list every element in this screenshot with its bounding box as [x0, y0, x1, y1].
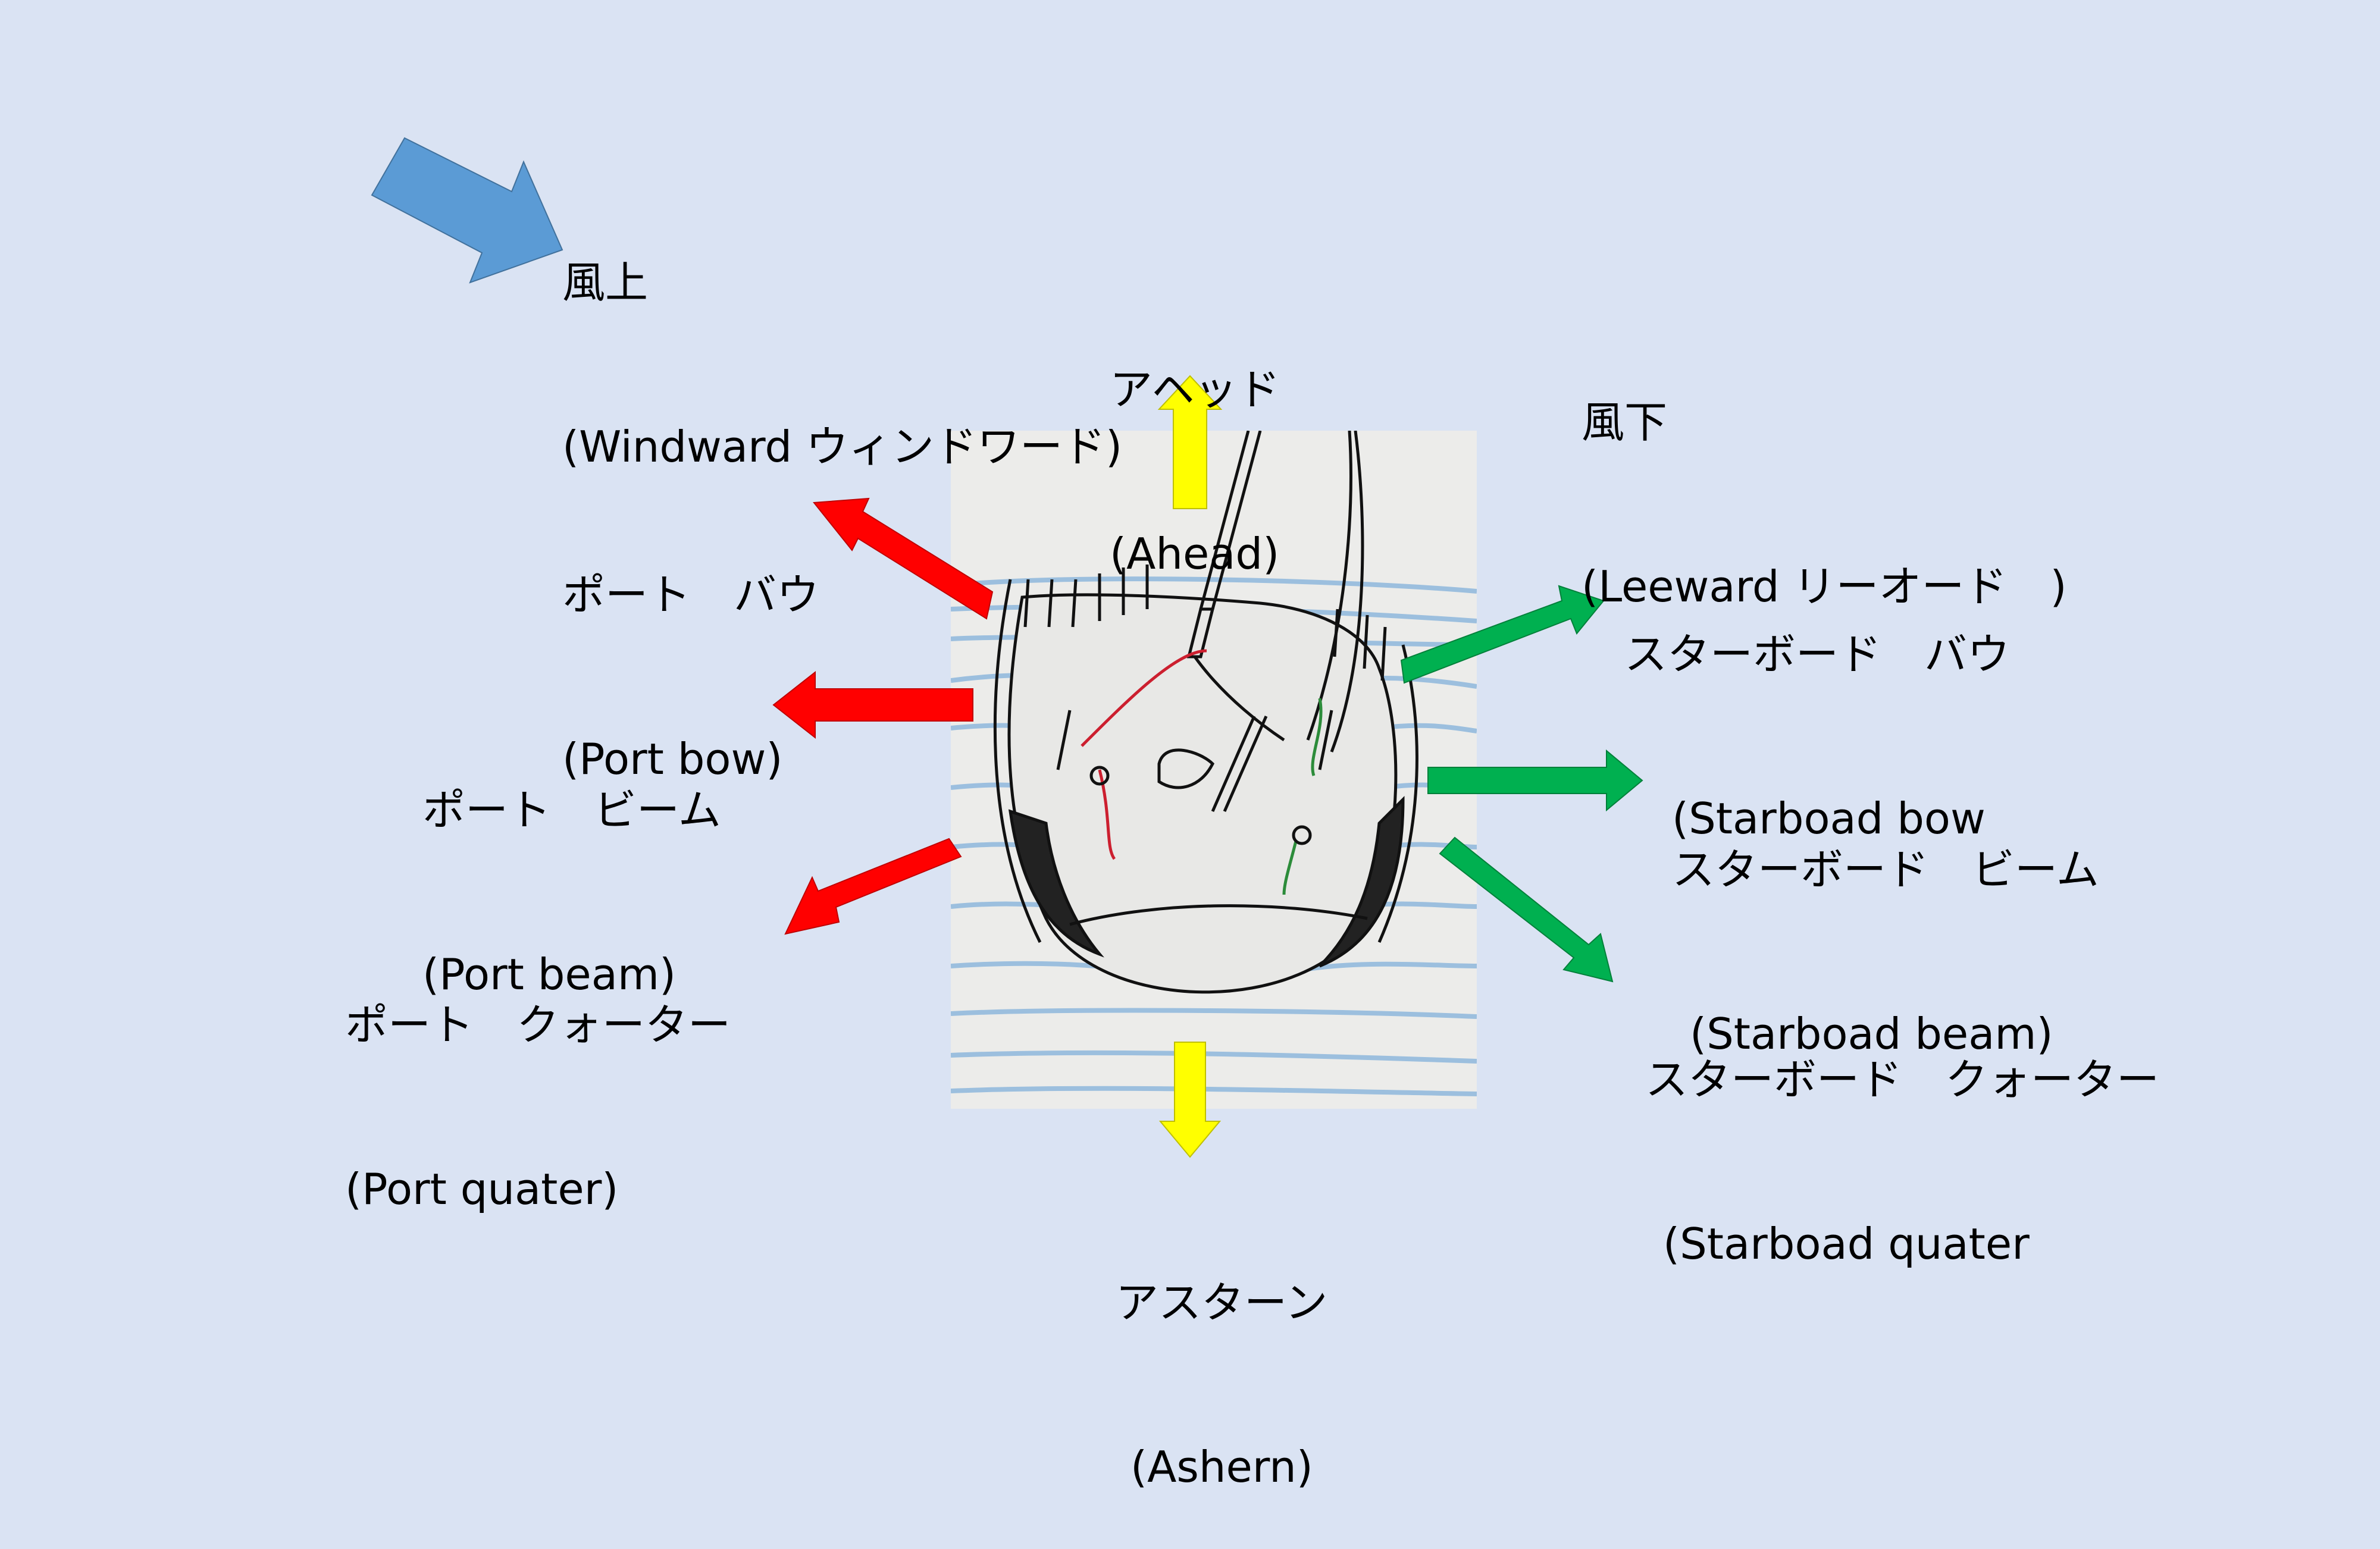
leeward-label-ja: 風下: [1582, 397, 1668, 447]
starboard-bow-label: スターボード バウ (Starboad bow: [1624, 518, 2010, 901]
starboard-bow-label-en: (Starboad bow: [1672, 794, 1986, 844]
astern-label: アスターン (Ashern): [1116, 1166, 1327, 1549]
astern-arrow: [1158, 1042, 1222, 1158]
port-beam-label: ポート ビーム (Port beam): [422, 673, 721, 1056]
starboard-beam-label: スターボード ビーム (Starboad beam): [1672, 733, 2099, 1116]
hull: [993, 565, 1418, 994]
port-bow-label-en: (Port bow): [562, 734, 783, 784]
port-beam-arrow: [772, 670, 973, 739]
starboard-bow-arrow: [1400, 585, 1605, 684]
ahead-label-en: (Ahead): [1110, 529, 1280, 579]
port-beam-label-ja: ポート ビーム: [422, 785, 721, 835]
port-quarter-label-ja: ポート クォーター: [345, 1000, 731, 1050]
starboard-beam-label-en: (Starboad beam): [1690, 1009, 2053, 1059]
windward-label-ja: 風上: [562, 258, 649, 308]
starboard-beam-arrow: [1427, 749, 1643, 812]
direction-arrows: [371, 137, 1643, 1158]
port-bow-label-ja: ポート バウ: [562, 570, 820, 620]
starboard-sheet: [1311, 698, 1323, 776]
leeward-label-en: (Leeward リーオード ): [1582, 562, 2067, 612]
starboard-quarter-arrow: [1439, 836, 1614, 983]
boat-sketch: [950, 430, 1477, 1096]
port-sheet: [1081, 649, 1207, 747]
windward-label: 風上 (Windward ウィンドワード): [562, 146, 1122, 529]
port-beam-label-en: (Port beam): [422, 949, 677, 999]
sails: [1157, 430, 1364, 813]
starboard-quarter-label-ja: スターボード クォーター: [1645, 1055, 2160, 1105]
boat-sketch-photo: [950, 430, 1477, 1109]
ahead-arrow: [1157, 375, 1223, 509]
port-bow-arrow: [813, 497, 994, 620]
starboard-winch: [1292, 825, 1312, 845]
port-quarter-label-en: (Port quater): [345, 1164, 619, 1214]
ahead-label: アヘッド (Ahead): [1110, 253, 1280, 636]
windward-label-en: (Windward ウィンドワード): [562, 422, 1123, 472]
port-bow-label: ポート バウ (Port bow): [562, 458, 819, 841]
port-quarter-label: ポート クォーター (Port quater): [345, 888, 731, 1271]
windward-arrow: [371, 137, 563, 284]
starboard-quarter-label: スターボード クォーター (Starboad quater: [1645, 943, 2159, 1326]
leeward-label: 風下 (Leeward リーオード ): [1582, 286, 2067, 669]
astern-label-en: (Ashern): [1130, 1442, 1313, 1492]
starboard-bow-label-ja: スターボード バウ: [1624, 629, 2011, 679]
ahead-label-ja: アヘッド: [1110, 365, 1280, 415]
starboard-beam-label-ja: スターボード ビーム: [1672, 845, 2099, 895]
port-winch: [1089, 766, 1110, 786]
starboard-quarter-label-en: (Starboad quater: [1663, 1219, 2030, 1269]
astern-label-ja: アスターン: [1116, 1278, 1328, 1328]
port-quarter-arrow: [784, 838, 962, 935]
